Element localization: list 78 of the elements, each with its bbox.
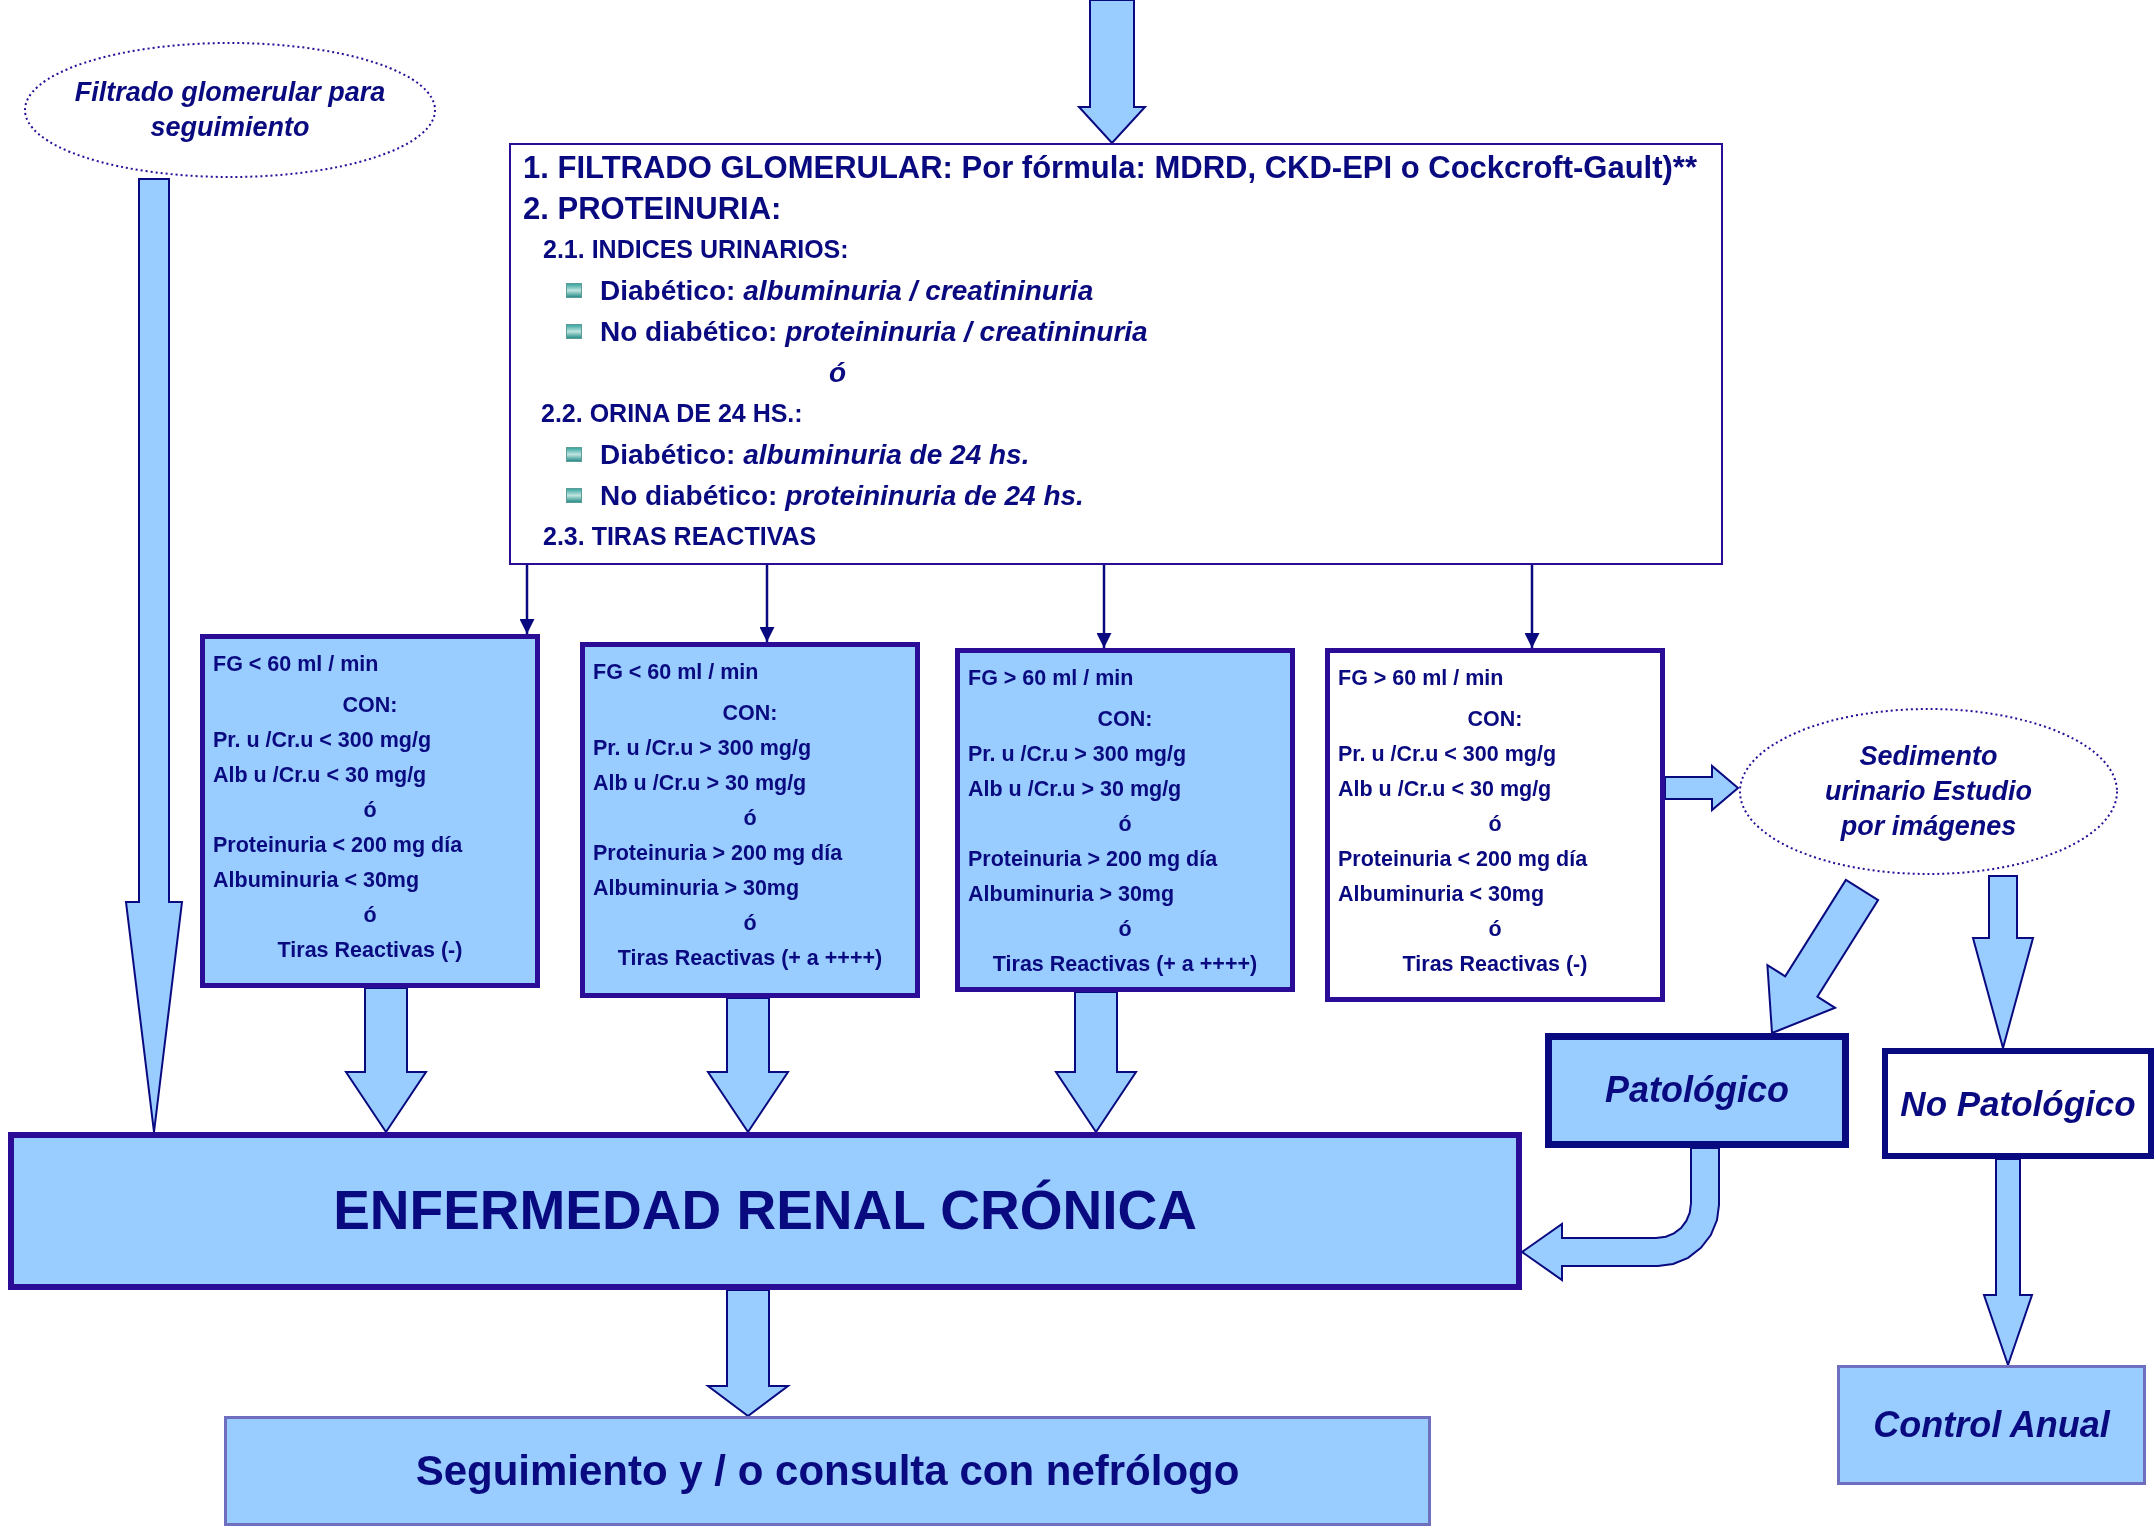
box-label: ENFERMEDAD RENAL CRÓNICA <box>333 1178 1197 1244</box>
arrow <box>1096 565 1112 648</box>
ellipse-label: Filtrado glomerular para seguimiento <box>73 75 387 144</box>
criteria-text: Alb u /Cr.u > 30 mg/g <box>968 776 1183 803</box>
arrow <box>1524 565 1540 648</box>
arrow <box>759 565 775 642</box>
criteria-text: Tiras Reactivas (+ a ++++) <box>991 951 1259 978</box>
dotted-ellipse <box>1738 707 2119 876</box>
criteria-text: ó <box>742 910 758 937</box>
process-box <box>1882 1048 2154 1159</box>
block-arrow <box>1054 991 1138 1134</box>
criteria-text: Proteinuria > 200 mg día <box>968 846 1219 873</box>
list-heading: 2.3. TIRAS REACTIVAS <box>543 522 817 551</box>
process-box <box>224 1416 1431 1526</box>
criteria-text: Proteinuria < 200 mg día <box>213 832 464 859</box>
list-item-text: No diabético: proteininuria de 24 hs. <box>600 479 1084 512</box>
box-label: Patológico <box>1605 1068 1789 1113</box>
criteria-text: ó <box>1117 916 1133 943</box>
criteria-box <box>955 648 1295 992</box>
criteria-text: CON: <box>1096 706 1154 733</box>
criteria-text: ó <box>1487 811 1503 838</box>
criteria-text: Alb u /Cr.u < 30 mg/g <box>213 762 428 789</box>
list-item-text: Diabético: albuminuria de 24 hs. <box>600 438 1030 471</box>
ellipse-label: Sedimento urinario Estudio por imágenes <box>1824 739 2033 844</box>
block-arrow <box>1766 878 1880 1035</box>
criteria-text: Alb u /Cr.u < 30 mg/g <box>1338 776 1553 803</box>
criteria-text: CON: <box>721 700 779 727</box>
list-heading: 1. FILTRADO GLOMERULAR: Por fórmula: MDRD, CKD-EPI o Cockcroft-Gault)** <box>523 149 1697 186</box>
block-arrow <box>1076 0 1148 145</box>
criteria-text: ó <box>362 902 378 929</box>
list-heading: 2.1. INDICES URINARIOS: <box>543 235 849 264</box>
list-item-text: Diabético: albuminuria / creatininuria <box>600 274 1094 307</box>
list-heading: ó <box>829 356 847 389</box>
criteria-text: Tiras Reactivas (+ a ++++) <box>616 945 884 972</box>
criteria-text: ó <box>362 797 378 824</box>
criteria-text: Pr. u /Cr.u < 300 mg/g <box>213 727 433 754</box>
criteria-text: Pr. u /Cr.u > 300 mg/g <box>593 735 813 762</box>
criteria-text: FG > 60 ml / min <box>968 665 1135 692</box>
block-arrow <box>124 178 184 1133</box>
criteria-text: CON: <box>341 692 399 719</box>
block-arrow <box>1520 1147 1720 1282</box>
criteria-box <box>200 634 540 988</box>
criteria-text: Pr. u /Cr.u > 300 mg/g <box>968 741 1188 768</box>
criteria-text: ó <box>1487 916 1503 943</box>
arrow <box>519 565 535 634</box>
block-arrow <box>706 997 790 1134</box>
block-arrow <box>705 1289 791 1418</box>
list-heading: 2.2. ORINA DE 24 HS.: <box>541 399 803 428</box>
criteria-text: Albuminuria > 30mg <box>593 875 801 902</box>
criteria-text: Alb u /Cr.u > 30 mg/g <box>593 770 808 797</box>
criteria-text: Albuminuria < 30mg <box>1338 881 1546 908</box>
criteria-text: FG < 60 ml / min <box>593 659 760 686</box>
criteria-text: Proteinuria < 200 mg día <box>1338 846 1589 873</box>
criteria-text: Albuminuria < 30mg <box>213 867 421 894</box>
text-box <box>509 143 1723 565</box>
box-label: Control Anual <box>1873 1402 2110 1447</box>
block-arrow <box>1664 763 1740 813</box>
criteria-text: FG > 60 ml / min <box>1338 665 1505 692</box>
box-label: No Patológico <box>1900 1082 2136 1125</box>
criteria-box <box>580 642 920 998</box>
criteria-text: ó <box>1117 811 1133 838</box>
process-box <box>8 1132 1522 1290</box>
process-box <box>1837 1365 2146 1485</box>
criteria-text: Tiras Reactivas (-) <box>276 937 464 964</box>
criteria-text: Proteinuria > 200 mg día <box>593 840 844 867</box>
dotted-ellipse <box>23 41 437 179</box>
criteria-text: CON: <box>1466 706 1524 733</box>
process-box <box>1545 1033 1849 1148</box>
list-heading: 2. PROTEINURIA: <box>523 190 782 227</box>
list-item-text: No diabético: proteininuria / creatininuria <box>600 315 1148 348</box>
criteria-box <box>1325 648 1665 1002</box>
box-label: Seguimiento y / o consulta con nefrólogo <box>415 1445 1240 1496</box>
block-arrow <box>344 987 428 1134</box>
criteria-text: Pr. u /Cr.u < 300 mg/g <box>1338 741 1558 768</box>
criteria-text: FG < 60 ml / min <box>213 651 380 678</box>
criteria-text: Albuminuria > 30mg <box>968 881 1176 908</box>
criteria-text: Tiras Reactivas (-) <box>1401 951 1589 978</box>
criteria-text: ó <box>742 805 758 832</box>
